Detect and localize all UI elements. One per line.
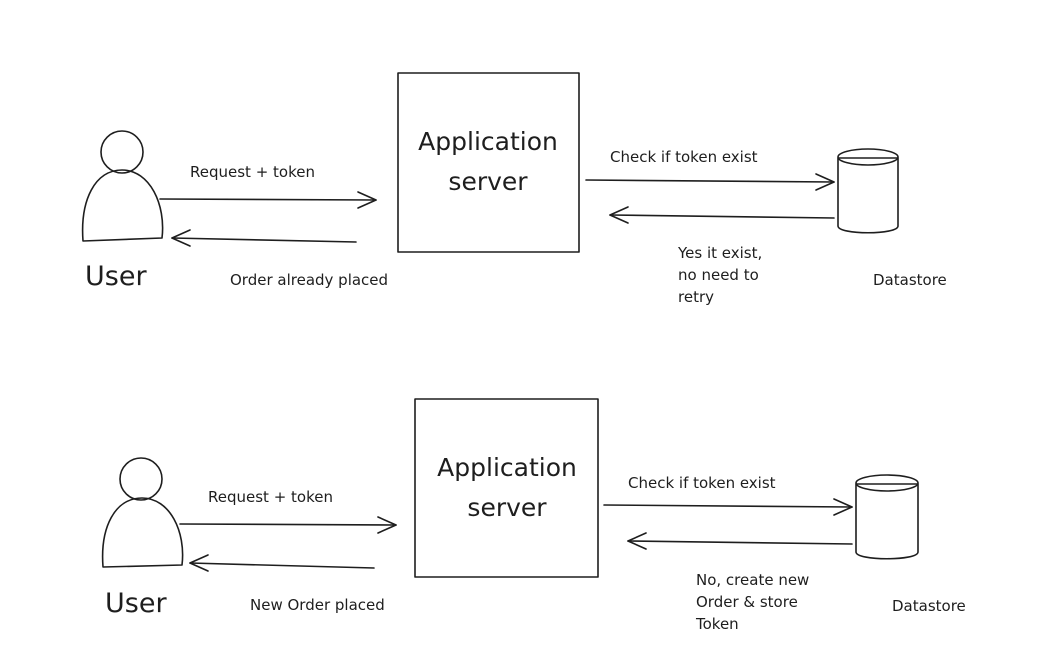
bottom-check-label: Check if token exist <box>628 474 776 492</box>
top-reply-line-2: no need to <box>678 266 759 284</box>
bottom-server-label-line2: server <box>467 493 547 522</box>
top-check-arrow <box>585 173 835 191</box>
top-response-arrow <box>171 229 357 247</box>
bottom-response-arrow <box>189 554 375 572</box>
top-reply-arrow <box>609 206 835 224</box>
bottom-reply-line-1: No, create new <box>696 571 809 589</box>
top-request-arrow <box>159 191 377 209</box>
bottom-response-label: New Order placed <box>250 596 385 614</box>
top-datastore-icon <box>837 148 899 234</box>
bottom-request-label: Request + token <box>208 488 333 506</box>
top-app-server-box <box>397 72 580 253</box>
top-check-label: Check if token exist <box>610 148 758 166</box>
top-reply-line-1: Yes it exist, <box>677 244 762 262</box>
bottom-user-label: User <box>105 588 167 619</box>
top-server-label-line2: server <box>448 167 528 196</box>
top-server-label-line1: Application <box>418 127 558 156</box>
bottom-request-arrow <box>179 516 397 534</box>
top-request-label: Request + token <box>190 163 315 181</box>
top-user-label: User <box>85 261 147 292</box>
top-scenario: User Application server Request + token … <box>81 72 947 306</box>
top-user-icon <box>81 130 164 242</box>
bottom-server-label-line1: Application <box>437 453 577 482</box>
bottom-datastore-icon <box>855 474 919 560</box>
bottom-datastore-label: Datastore <box>892 597 966 615</box>
bottom-reply-line-3: Token <box>695 615 739 633</box>
top-response-label: Order already placed <box>230 271 388 289</box>
bottom-check-arrow <box>603 498 853 516</box>
top-datastore-label: Datastore <box>873 271 947 289</box>
top-reply-line-3: retry <box>678 288 714 306</box>
bottom-app-server-box <box>414 398 599 578</box>
bottom-reply-line-2: Order & store <box>696 593 798 611</box>
bottom-user-icon <box>101 457 184 568</box>
bottom-reply-arrow <box>627 532 853 550</box>
bottom-scenario: User Application server Request + token … <box>101 398 966 633</box>
